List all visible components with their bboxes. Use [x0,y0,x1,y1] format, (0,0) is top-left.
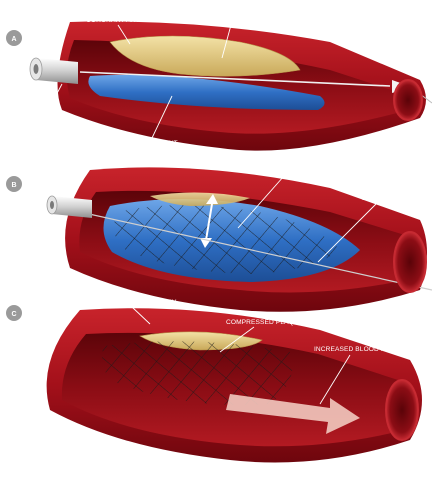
panel-b: B EXPANDED STENT BALLOON [6,167,432,311]
panel-c: C STENT WIDENED ARTERY COMPRESSED PLAQUE… [6,299,422,463]
label-expanded-stent: EXPANDED STENT [256,168,317,175]
artery-opening-c [386,380,418,440]
step-label-b: B [12,182,17,189]
label-closed-stent: CLOSED STENT [126,140,178,147]
step-label-c: C [12,311,17,318]
label-increased-blood-flow: INCREASED BLOOD FLOW [314,346,401,353]
label-plaque: PLAQUE [213,17,241,24]
label-catheters: CATHETERS [28,120,69,127]
catheter-end-hole [34,64,39,74]
step-label-a: A [12,36,17,43]
catheter-end-hole-b [50,201,54,209]
label-compressed-plaque: COMPRESSED PLAQUE [226,319,304,326]
label-balloon: BALLOON [362,195,394,202]
artery-opening [394,80,422,120]
label-coronary-artery: CORONARY ARTERY [86,17,154,24]
label-stent-widened-artery: STENT WIDENED ARTERY [92,299,177,306]
panel-a: A CORONARY ARTERY PLAQUE CATHETERS CLOSE… [6,17,432,151]
artery-opening-b [394,232,426,292]
